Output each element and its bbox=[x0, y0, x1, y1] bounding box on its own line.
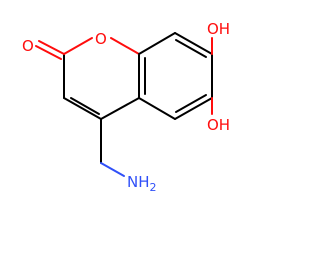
bond-c3-c4-outer bbox=[63, 97, 102, 120]
bond-c3-c4-inner bbox=[70, 97, 100, 115]
bond-c8a-c8 bbox=[138, 32, 176, 55]
hydroxyl-top-label: OH bbox=[207, 20, 230, 38]
hydroxyl-bottom-label: OH bbox=[207, 116, 230, 134]
carbonyl-oxygen-label: O bbox=[22, 37, 34, 55]
bond-c8-c7-outer bbox=[174, 32, 213, 55]
bond-c2-o-carbonyl-a bbox=[38, 40, 65, 55]
bond-ch2-n bbox=[100, 162, 125, 177]
amine-label: NH2 bbox=[127, 173, 157, 194]
structure-diagram: O O OH OH NH2 bbox=[22, 20, 230, 194]
bond-c4-c4a bbox=[100, 97, 140, 120]
bond-c2-o-carbonyl-b bbox=[35, 45, 62, 60]
bond-c6-c5-inner bbox=[175, 94, 207, 113]
bond-c5-c4a bbox=[138, 97, 176, 120]
ring-oxygen-label: O bbox=[95, 30, 107, 48]
molecule-svg: O O OH OH NH2 bbox=[22, 20, 230, 194]
bond-c8-c7-inner bbox=[175, 39, 207, 58]
bond-o1-c2 bbox=[63, 37, 93, 55]
bond-c6-c5-outer bbox=[174, 97, 213, 120]
bond-c8a-o1 bbox=[110, 37, 140, 55]
